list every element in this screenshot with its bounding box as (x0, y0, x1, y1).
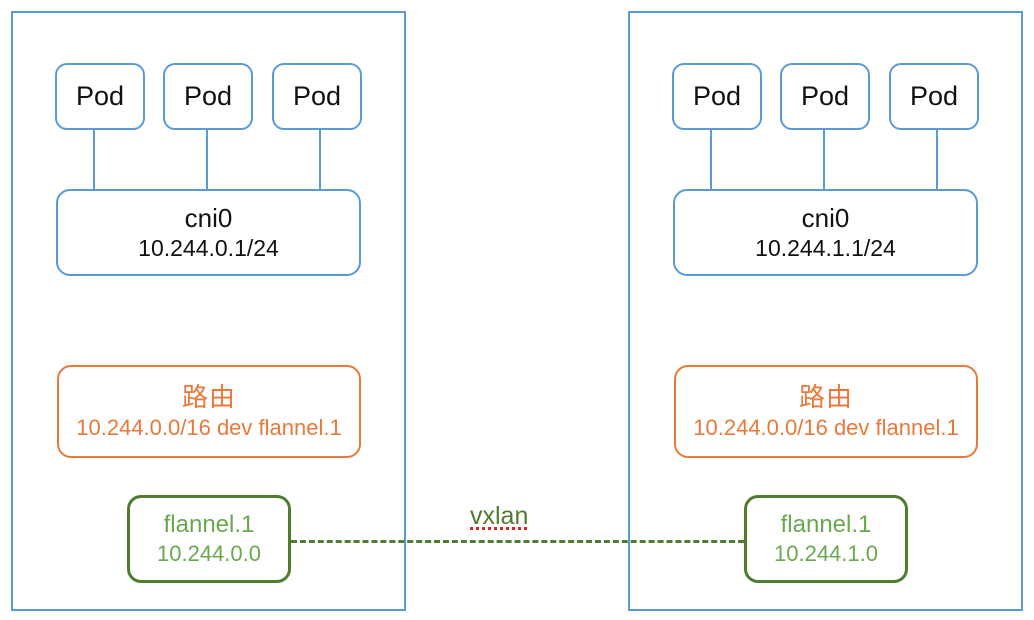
pod-box[interactable]: Pod (272, 63, 362, 130)
cni0-box[interactable]: cni0 10.244.1.1/24 (673, 189, 978, 276)
pod-label: Pod (75, 80, 125, 111)
pod-box[interactable]: Pod (780, 63, 870, 130)
vxlan-tunnel-line (291, 540, 744, 543)
route-entry: 10.244.0.0/16 dev flannel.1 (693, 415, 959, 441)
cni0-name: cni0 (801, 202, 850, 233)
cni0-box[interactable]: cni0 10.244.0.1/24 (56, 189, 361, 276)
flannel-address: 10.244.0.0 (157, 540, 261, 566)
cni0-name: cni0 (184, 202, 233, 233)
cni0-cidr: 10.244.1.1/24 (755, 235, 896, 262)
route-title: 路由 (798, 381, 853, 412)
pod-label: Pod (800, 80, 850, 111)
pod-to-bridge-connector (206, 130, 208, 190)
pod-label: Pod (183, 80, 233, 111)
flannel-name: flannel.1 (163, 511, 255, 539)
route-entry: 10.244.0.0/16 dev flannel.1 (76, 415, 342, 441)
pod-to-bridge-connector (936, 130, 938, 190)
pod-label: Pod (909, 80, 959, 111)
route-box[interactable]: 路由 10.244.0.0/16 dev flannel.1 (674, 365, 978, 458)
route-box[interactable]: 路由 10.244.0.0/16 dev flannel.1 (57, 365, 361, 458)
pod-to-bridge-connector (93, 130, 95, 190)
pod-box[interactable]: Pod (889, 63, 979, 130)
pod-box[interactable]: Pod (163, 63, 253, 130)
cni0-cidr: 10.244.0.1/24 (138, 235, 279, 262)
flannel-vtep-box[interactable]: flannel.1 10.244.1.0 (744, 495, 908, 583)
vxlan-tunnel-label: vxlan (470, 502, 529, 530)
flannel-vtep-box[interactable]: flannel.1 10.244.0.0 (127, 495, 291, 583)
flannel-address: 10.244.1.0 (774, 540, 878, 566)
pod-box[interactable]: Pod (55, 63, 145, 130)
pod-box[interactable]: Pod (672, 63, 762, 130)
route-title: 路由 (181, 381, 236, 412)
pod-label: Pod (292, 80, 342, 111)
pod-label: Pod (692, 80, 742, 111)
pod-to-bridge-connector (823, 130, 825, 190)
pod-to-bridge-connector (319, 130, 321, 190)
flannel-name: flannel.1 (780, 511, 872, 539)
pod-to-bridge-connector (710, 130, 712, 190)
